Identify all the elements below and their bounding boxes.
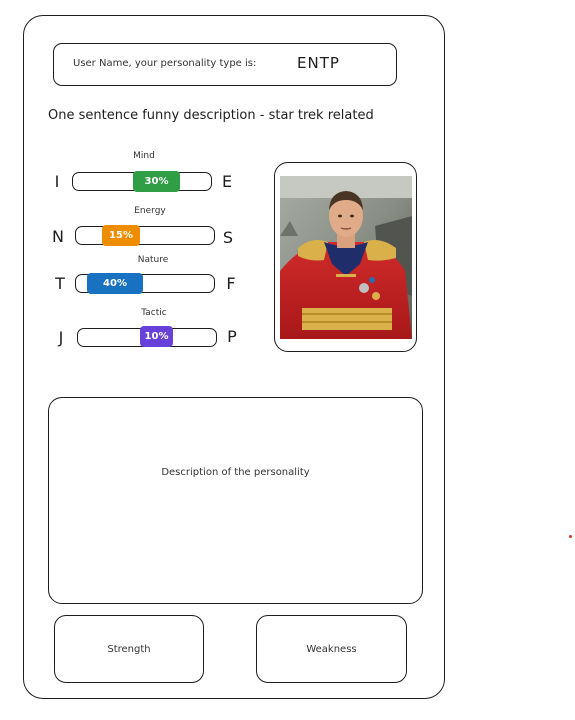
scale-title-nature: Nature [137,255,169,265]
strength-card[interactable]: Strength [54,615,204,683]
scale-percent-mind: 30% [144,176,169,187]
red-dot-marker [569,535,572,538]
scale-indicator-mind[interactable]: 30% [133,171,180,192]
scale-indicator-energy[interactable]: 15% [102,225,140,246]
user-label: User Name, your personality type is: [73,58,257,69]
scale-title-tactic: Tactic [141,308,167,318]
character-portrait-icon [280,176,412,339]
scale-percent-tactic: 10% [144,331,169,342]
scale-right-letter-nature: F [226,274,236,293]
scale-right-letter-energy: S [222,228,234,247]
weakness-card[interactable]: Weakness [256,615,407,683]
funny-tagline: One sentence funny description - star tr… [48,108,374,123]
scale-title-energy: Energy [134,206,166,216]
weakness-label: Weakness [306,643,357,655]
scale-right-letter-mind: E [221,172,233,191]
personality-header [53,43,397,86]
scale-indicator-nature[interactable]: 40% [87,273,143,294]
scale-left-letter-nature: T [55,274,65,293]
scale-indicator-tactic[interactable]: 10% [140,326,173,347]
scale-left-letter-tactic: J [58,328,64,347]
scale-percent-energy: 15% [109,230,133,241]
scale-percent-nature: 40% [103,278,127,289]
scale-title-mind: Mind [133,151,155,161]
scale-track-energy [75,226,215,245]
card-frame [23,15,445,699]
description-panel [48,397,423,604]
description-text: Description of the personality [161,467,310,478]
scale-left-letter-mind: I [54,172,60,191]
scale-left-letter-energy: N [52,227,64,246]
portrait-frame [274,162,417,352]
strength-label: Strength [107,643,151,655]
personality-type: ENTP [297,54,340,72]
scale-right-letter-tactic: P [227,327,237,346]
scale-track-nature [75,274,215,293]
